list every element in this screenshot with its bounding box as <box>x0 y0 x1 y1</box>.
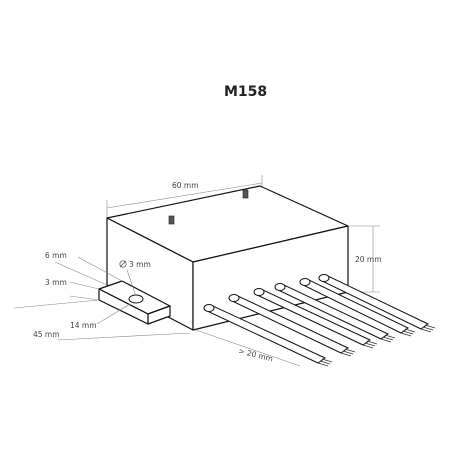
wire-1 <box>203 304 333 367</box>
mounting-tab <box>98 280 171 325</box>
module-title: M158 <box>224 84 267 100</box>
width-label: 60 mm <box>172 181 199 190</box>
pin-left <box>168 215 175 225</box>
tab-width-label: 6 mm <box>45 251 67 260</box>
wire-4 <box>274 283 396 343</box>
left-dimensions: 6 mm 3 mm 14 mm 45 mm <box>13 251 191 341</box>
wire-5 <box>299 278 416 337</box>
depth-label: 45 mm <box>33 330 60 339</box>
hole-label: 3 mm <box>129 260 151 269</box>
hole-dimension: 3 mm <box>119 260 151 297</box>
wire-length-dimension: > 20 mm <box>195 329 301 367</box>
mounting-hole <box>128 294 144 304</box>
pin-right <box>242 189 249 199</box>
height-label: 20 mm <box>355 255 382 264</box>
hole-offset-label: 14 mm <box>70 321 97 330</box>
wire-2 <box>228 294 356 357</box>
height-dimension: 20 mm <box>348 225 382 293</box>
wire-length-label: > 20 mm <box>238 346 274 363</box>
wires <box>203 274 436 367</box>
wire-6 <box>318 274 436 333</box>
tab-thickness-label: 3 mm <box>45 278 67 287</box>
wire-3 <box>253 288 378 349</box>
housing <box>106 185 349 331</box>
